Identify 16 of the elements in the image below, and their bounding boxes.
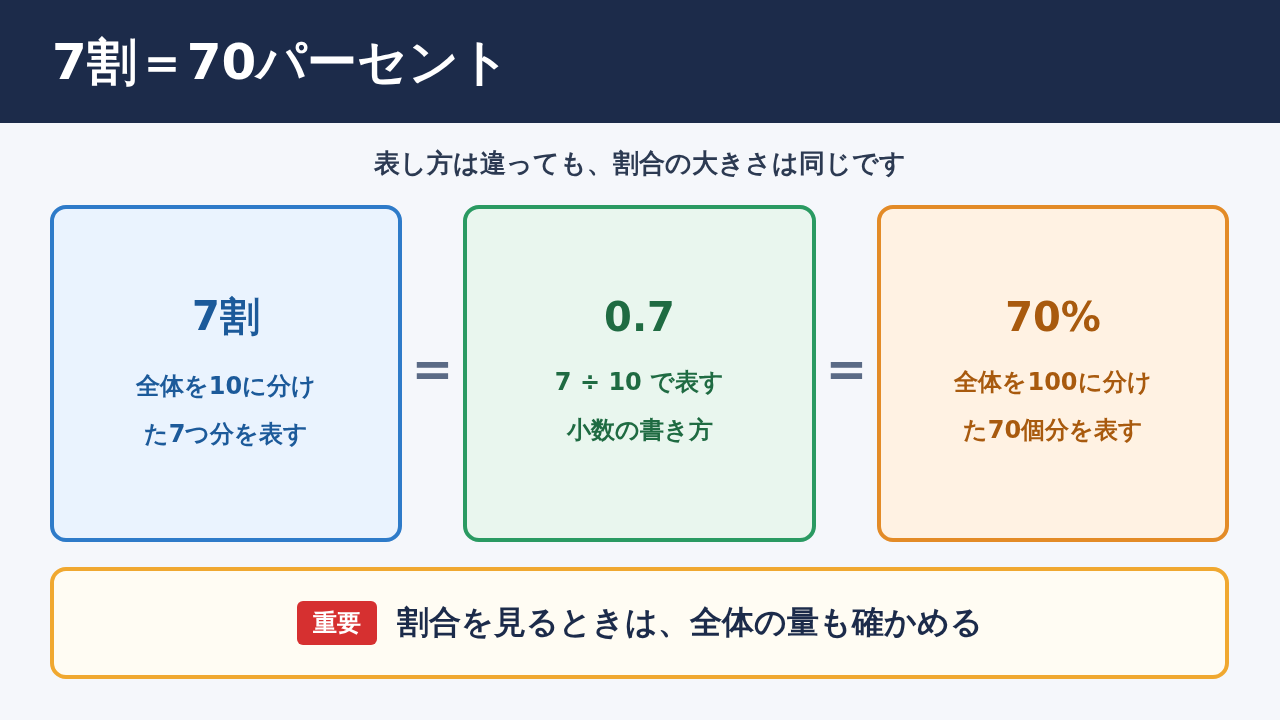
card-heading: 0.7 — [604, 293, 675, 340]
card-heading: 70% — [1005, 293, 1101, 340]
note-card — [50, 567, 1229, 679]
info-card — [463, 205, 816, 542]
card-heading: 7割 — [192, 292, 260, 341]
equals-sign: = — [410, 340, 455, 398]
card-description: 全体を100に分けた70個分を表す — [953, 366, 1153, 446]
equals-sign: = — [824, 340, 869, 398]
info-card — [50, 205, 402, 542]
note-text: 割合を見るときは、全体の量も確かめる — [396, 602, 983, 643]
card-description: 7 ÷ 10 で表す小数の書き方 — [553, 366, 726, 446]
subtitle: 表し方は違っても、割合の大きさは同じです — [373, 147, 907, 180]
badge: 重要 — [296, 601, 377, 645]
card-description: 全体を10に分けた7つ分を表す — [134, 371, 318, 450]
title: 7割＝70パーセント — [52, 32, 511, 93]
info-card — [877, 205, 1229, 542]
